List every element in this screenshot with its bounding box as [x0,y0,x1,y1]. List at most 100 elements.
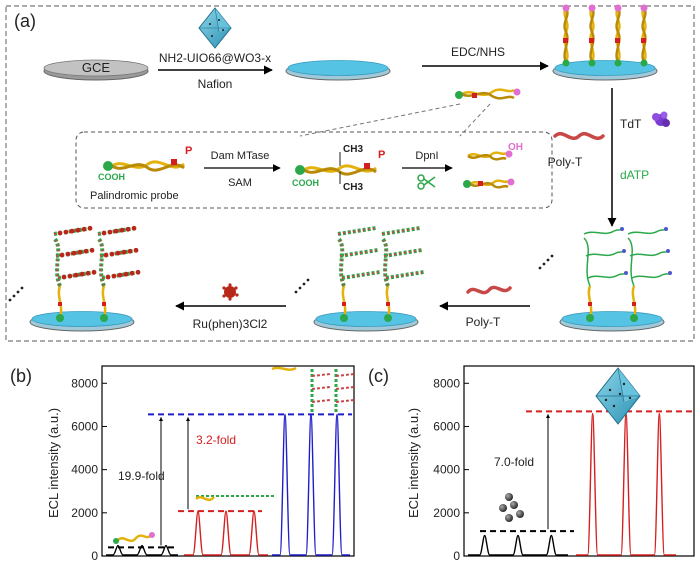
nanoparticle-icon [505,493,513,501]
ru-dot [125,226,131,232]
tree-anchor [586,314,594,322]
methylated-probe [295,152,377,184]
octahedron-dot [628,396,632,400]
probe-strands [562,4,648,67]
plot-probe-icon [117,534,151,543]
ru-dot [135,269,141,275]
sam-label: SAM [228,177,252,189]
tree-anchor [384,314,392,322]
panel-c-label: (c) [368,366,389,386]
tree-anchor [100,314,108,322]
mof-electrode [285,60,391,81]
tree-branch [583,228,623,235]
fold-7-label: 7.0-fold [494,455,534,469]
ecl-trace-c-1 [576,412,676,556]
ru-dot [115,250,121,256]
tree-branch [629,250,669,257]
p-label-1: P [185,145,192,157]
continuation-dots [8,254,554,302]
panel-b-ylabel: ECL intensity (a.u.) [46,408,61,518]
y-tick-label: 0 [91,549,98,560]
plot-probe-tip [149,532,155,538]
octahedron-face [618,368,640,402]
ch3-top-label: CH3 [343,144,363,155]
panel-a-label: (a) [14,11,36,31]
mof-reagent-label: NH2-UIO66@WO3-x [159,51,271,65]
palindromic-probe-label: Palindromic probe [90,190,179,202]
ecl-trace-0 [106,544,178,556]
panel-b-plot [106,366,355,556]
y-tick-label: 6000 [71,419,98,433]
y-tick-label: 4000 [71,463,98,477]
ru-dot [87,225,93,231]
dattp-label: dATP [620,168,649,182]
ru-dot [129,270,135,276]
tree-branch [585,250,625,257]
tree-anchor [340,314,348,322]
ru-dot [65,251,71,257]
ru-dot [57,230,63,236]
polyt-tree-right [583,227,672,322]
mof-octahedron-icon [198,7,232,49]
probe-strand-b [641,7,647,63]
tree-branch-tip [620,227,624,231]
ru-dot [89,247,95,253]
plot-tree-branch [311,386,331,390]
tree-branch-overlay [341,271,381,279]
plot-tree-branch [311,399,331,403]
probe-tip [640,4,648,12]
dpni-label: DpnI [415,150,438,162]
tdt-enzyme-icon [652,111,670,127]
ru-dot [81,226,87,232]
probe-tip [588,4,596,12]
y-tick-label: 4000 [433,463,460,477]
ru-dot [109,251,115,257]
dam-mtase-label: Dam MTase [211,150,270,162]
ru-dot [117,272,123,278]
cooh-label-2: COOH [292,178,319,188]
probe-methyl-site [615,38,620,43]
probe-methyl-site [589,38,594,43]
ru-dot [101,230,107,236]
ru-dot [73,272,79,278]
edc-nhs-label: EDC/NHS [451,45,505,59]
inset-connector-right [459,103,491,137]
cooh-label-1: COOH [98,172,125,182]
tree-branch-tip [622,249,626,253]
nafion-label: Nafion [198,77,233,91]
gce-electrode: GCE [43,59,149,81]
octahedron-dot [618,392,622,396]
ru-dot [113,228,119,234]
tree-branch-overlay [385,271,425,279]
tree-stem-overlay [381,237,389,287]
ecl-trace-1 [184,510,268,556]
tree-branch-tip [666,249,670,253]
panel-c-plot [468,367,692,556]
ru-tree-left [52,225,141,322]
y-tick-label: 8000 [433,376,460,390]
ru-dot [79,271,85,277]
probe-icon [455,88,521,100]
tree-stem [627,237,635,287]
ru-dot [127,248,133,254]
probe-strand-b [589,7,595,63]
scissors-icon [417,174,436,190]
fold-19-label: 19.9-fold [118,469,165,483]
hybrid-tree-middle [336,226,425,322]
ru-dot [59,252,65,258]
panel-a: (a) GCE NH2-UIO66@WO3-x Nafion EDC/NHS [5,4,695,342]
tree-branch [587,272,627,279]
nanoparticle-icon [510,501,518,509]
probe-tip [562,4,570,12]
ru-dot [83,248,89,254]
ru-dot [107,229,113,235]
nanoparticle-icon [505,514,513,522]
tree-anchor [56,314,64,322]
tree-methyl-site [102,302,106,306]
ru-reagent-label: Ru(phen)3Cl2 [193,317,268,331]
ecl-trace-c-0 [468,534,568,556]
plot-strand-base [195,496,215,502]
probe-methyl-site [641,38,646,43]
